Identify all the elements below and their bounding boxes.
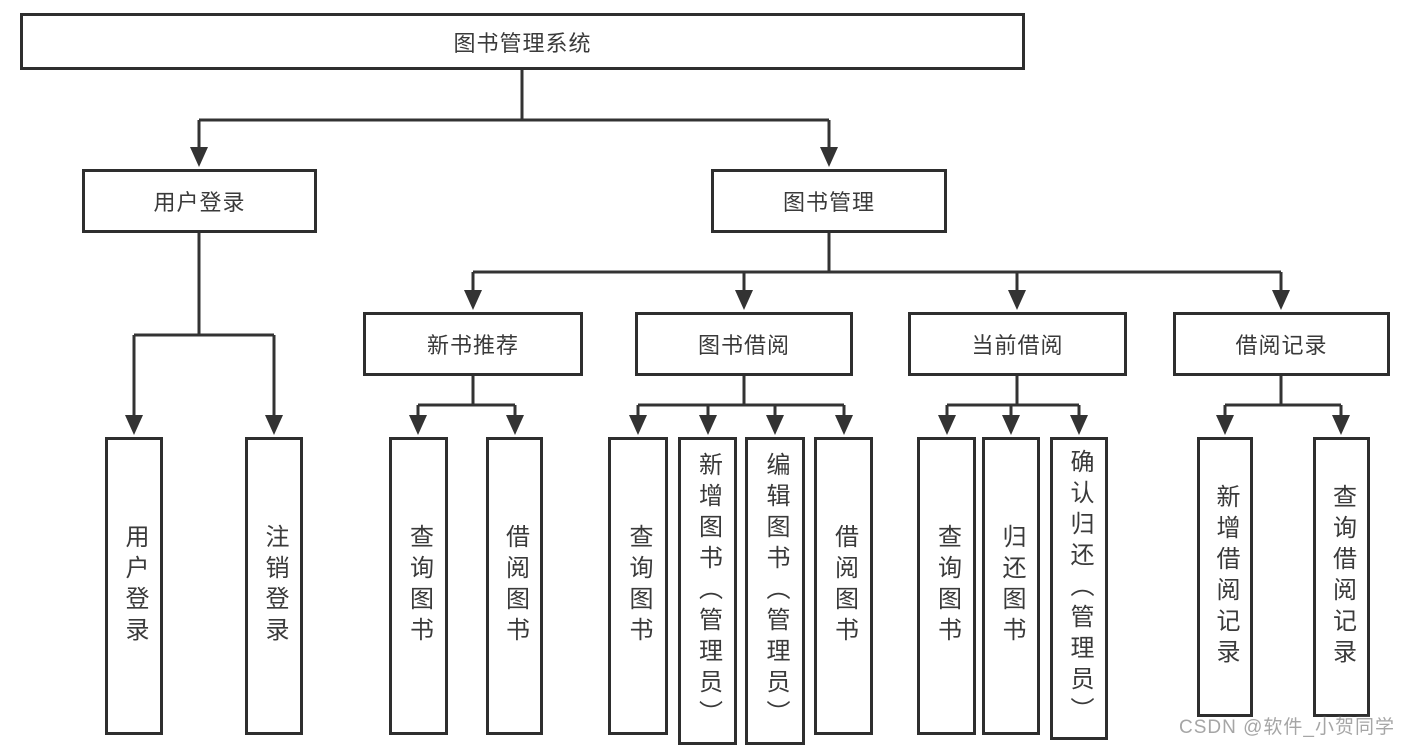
leaf-return-books-label: 归还图书 — [998, 524, 1025, 648]
leaf-borrow-books: 借阅图书 — [814, 437, 873, 735]
leaf-borrow-query-books-label: 查询图书 — [625, 524, 652, 648]
node-new-book-recommend-label: 新书推荐 — [426, 333, 519, 358]
node-book-management: 图书管理 — [711, 169, 947, 233]
leaf-recommend-borrow-books: 借阅图书 — [486, 437, 543, 735]
node-borrow-record-label: 借阅记录 — [1235, 333, 1328, 358]
leaf-current-query-books: 查询图书 — [917, 437, 976, 735]
node-new-book-recommend: 新书推荐 — [363, 312, 583, 376]
node-system-root: 图书管理系统 — [20, 13, 1025, 70]
leaf-logout: 注销登录 — [245, 437, 303, 735]
leaf-current-query-books-label: 查询图书 — [933, 524, 961, 648]
leaf-query-borrow-record: 查询借阅记录 — [1313, 437, 1370, 717]
leaf-add-books-admin-label: 新增图书（管理员） — [694, 451, 722, 731]
node-borrow-record: 借阅记录 — [1173, 312, 1390, 376]
node-book-borrow-label: 图书借阅 — [697, 333, 790, 358]
leaf-edit-books-admin-label: 编辑图书（管理员） — [762, 451, 789, 731]
leaf-recommend-borrow-books-label: 借阅图书 — [501, 524, 529, 648]
leaf-edit-books-admin: 编辑图书（管理员） — [745, 437, 805, 745]
leaf-confirm-return-admin-label: 确认归还（管理员） — [1066, 449, 1093, 728]
leaf-add-books-admin: 新增图书（管理员） — [678, 437, 737, 745]
leaf-return-books: 归还图书 — [982, 437, 1040, 735]
arrowheads — [125, 147, 1350, 435]
leaf-user-login: 用户登录 — [105, 437, 163, 735]
node-book-borrow: 图书借阅 — [635, 312, 853, 376]
leaf-borrow-books-label: 借阅图书 — [830, 524, 858, 648]
node-book-management-label: 图书管理 — [782, 190, 875, 215]
connector-shafts — [132, 70, 1343, 418]
node-current-borrow-label: 当前借阅 — [971, 333, 1064, 358]
node-system-root-label: 图书管理系统 — [453, 30, 592, 56]
node-current-borrow: 当前借阅 — [908, 312, 1127, 376]
leaf-query-borrow-record-label: 查询借阅记录 — [1328, 484, 1356, 670]
node-user-login-label: 用户登录 — [153, 190, 246, 215]
leaf-user-login-label: 用户登录 — [121, 524, 148, 648]
leaf-add-borrow-record-label: 新增借阅记录 — [1212, 484, 1239, 670]
leaf-confirm-return-admin: 确认归还（管理员） — [1050, 437, 1108, 740]
leaf-borrow-query-books: 查询图书 — [608, 437, 668, 735]
node-user-login: 用户登录 — [82, 169, 317, 233]
leaf-add-borrow-record: 新增借阅记录 — [1197, 437, 1253, 717]
leaf-recommend-query-books: 查询图书 — [389, 437, 448, 735]
leaf-recommend-query-books-label: 查询图书 — [405, 524, 433, 648]
leaf-logout-label: 注销登录 — [261, 524, 288, 648]
csdn-watermark: CSDN @软件_小贺同学 — [1179, 717, 1395, 738]
